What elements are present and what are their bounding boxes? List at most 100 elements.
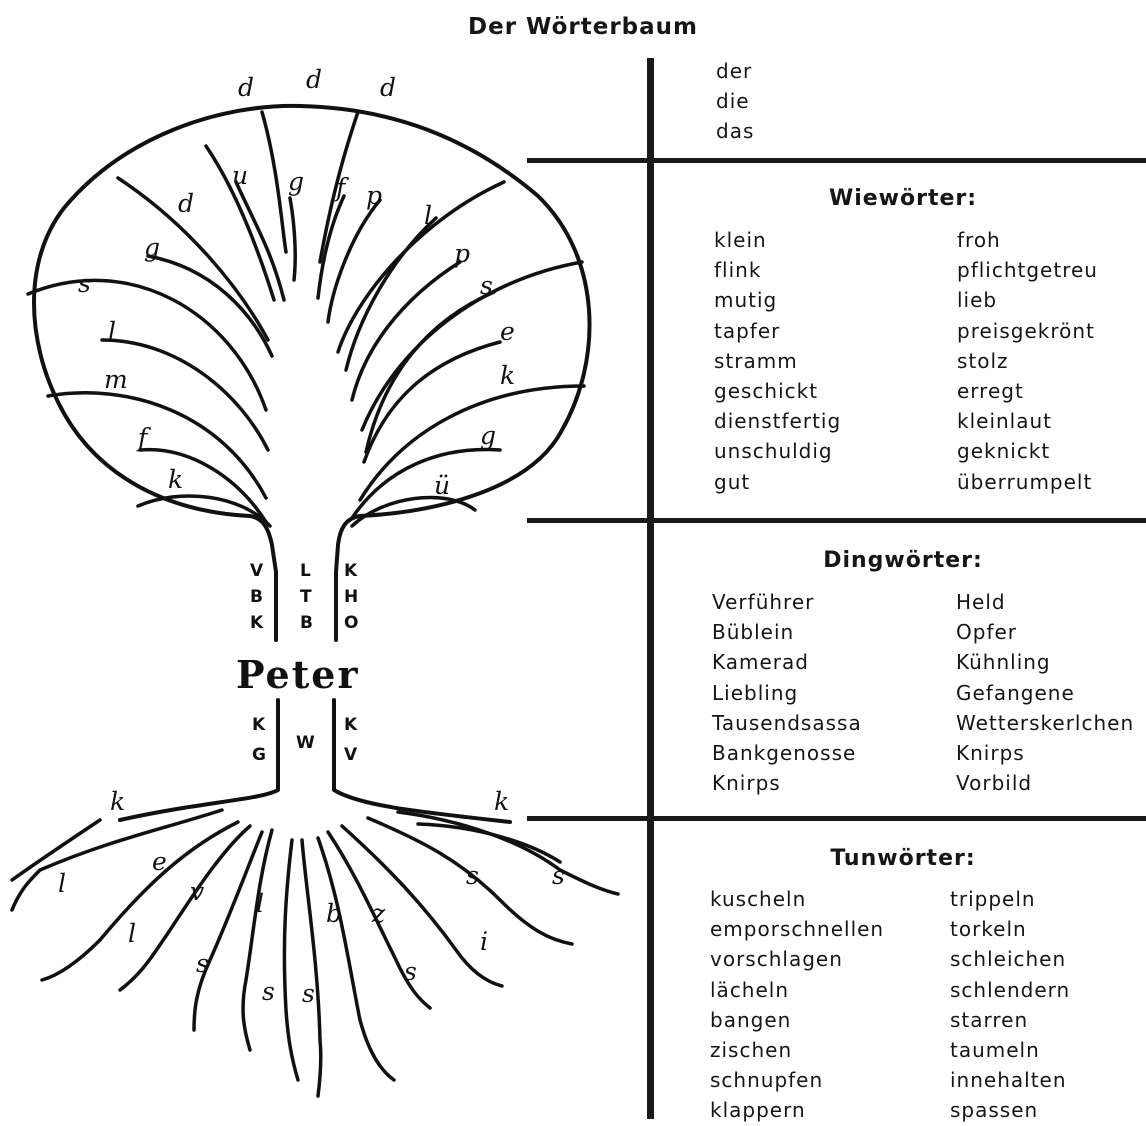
word: klappern [710,1095,884,1125]
horizontal-divider [527,158,1146,163]
tunwoerter-left-column: kuscheln emporschnellen vorschlagen läch… [710,884,884,1126]
root-letter: l [256,889,264,918]
trunk-lower-middle: W [296,733,315,753]
root-letter: s [404,957,417,986]
branch-letter: d [178,189,194,218]
root-letter: k [110,787,125,816]
branch-letter: ü [434,471,450,500]
word: geknickt [957,436,1098,466]
tunwoerter-right-column: trippeln torkeln schleichen schlendern s… [950,884,1070,1126]
root-letter: l [128,919,136,948]
word: schlendern [950,975,1070,1005]
branch-letter: g [288,167,304,196]
root-letter: b [326,899,342,928]
root-letter: e [152,847,167,876]
word: Kamerad [712,647,862,677]
word: dienstfertig [714,406,841,436]
word: schnupfen [710,1065,884,1095]
trunk-letter-right: O [344,613,358,633]
branch-letter: f [334,173,349,202]
trunk-letter-left: K [250,613,264,633]
word: stramm [714,346,841,376]
section-heading-wiewoerter: Wiewörter: [660,186,1146,211]
word: torkeln [950,914,1070,944]
word: vorschlagen [710,944,884,974]
word: Verführer [712,587,862,617]
trunk-letter-middle: L [300,561,311,581]
section-heading-dingwoerter: Dingwörter: [660,548,1146,573]
branch-letter: f [136,423,151,452]
articles-list: der die das [716,56,754,147]
branch-letter: k [500,361,515,390]
word: klein [714,225,841,255]
word: schleichen [950,944,1070,974]
horizontal-divider [527,816,1146,821]
word: lieb [957,285,1098,315]
word: pflichtgetreu [957,255,1098,285]
word: Held [956,587,1134,617]
root-letter: s [466,861,479,890]
word: Wetterskerlchen [956,708,1134,738]
word: Kühnling [956,647,1134,677]
wiewoerter-right-column: froh pflichtgetreu lieb preisgekrönt sto… [957,225,1098,497]
vertical-divider [647,58,654,1119]
root-letter: v [190,877,204,906]
root-letter: l [58,869,66,898]
trunk-letter-left: B [250,587,263,607]
branch-letter: p [454,239,470,268]
word: kleinlaut [957,406,1098,436]
crown-top-letter-2: d [306,65,322,94]
branch-letter: g [480,421,496,450]
branch-letter: l [424,201,432,230]
branch-letter: m [104,365,128,394]
word: Liebling [712,678,862,708]
word: geschickt [714,376,841,406]
word: trippeln [950,884,1070,914]
word: lächeln [710,975,884,1005]
word: Bankgenosse [712,738,862,768]
root-letter: s [262,977,275,1006]
word: innehalten [950,1065,1070,1095]
trunk-letter-middle: B [300,613,313,633]
word: stolz [957,346,1098,376]
branch-letter: p [366,181,382,210]
word: Tausendsassa [712,708,862,738]
dingwoerter-left-column: Verführer Büblein Kamerad Liebling Tause… [712,587,862,798]
branch-letter: k [168,465,183,494]
word: tapfer [714,316,841,346]
word: froh [957,225,1098,255]
word: Knirps [712,768,862,798]
root-letter: s [302,979,315,1008]
article: die [716,86,754,116]
word: preisgekrönt [957,316,1098,346]
trunk-lower-left: G [252,745,266,765]
branch-letter: s [78,269,91,298]
word: flink [714,255,841,285]
branch-letter: l [108,317,116,346]
section-heading-tunwoerter: Tunwörter: [660,846,1146,871]
article: der [716,56,754,86]
horizontal-divider [527,518,1146,523]
root-letter: k [494,787,509,816]
crown-top-letter-1: d [238,73,254,102]
crown-top-letter-3: d [380,73,396,102]
word: spassen [950,1095,1070,1125]
word: Büblein [712,617,862,647]
word: bangen [710,1005,884,1035]
branch-letter: e [500,317,515,346]
branch-letter: g [144,233,160,262]
word: erregt [957,376,1098,406]
word: taumeln [950,1035,1070,1065]
root-letter: i [480,927,488,956]
branch-letter: u [232,161,248,190]
trunk-letter-right: K [344,561,358,581]
word: Vorbild [956,768,1134,798]
word-tree-drawing: d d d d u g f p l g s p s l e m k f g k … [0,0,640,1119]
root-letter: s [552,861,565,890]
word: überrumpelt [957,467,1098,497]
word: Gefangene [956,678,1134,708]
wiewoerter-left-column: klein flink mutig tapfer stramm geschick… [714,225,841,497]
word: starren [950,1005,1070,1035]
word: gut [714,467,841,497]
trunk-lower-right: V [344,745,358,765]
